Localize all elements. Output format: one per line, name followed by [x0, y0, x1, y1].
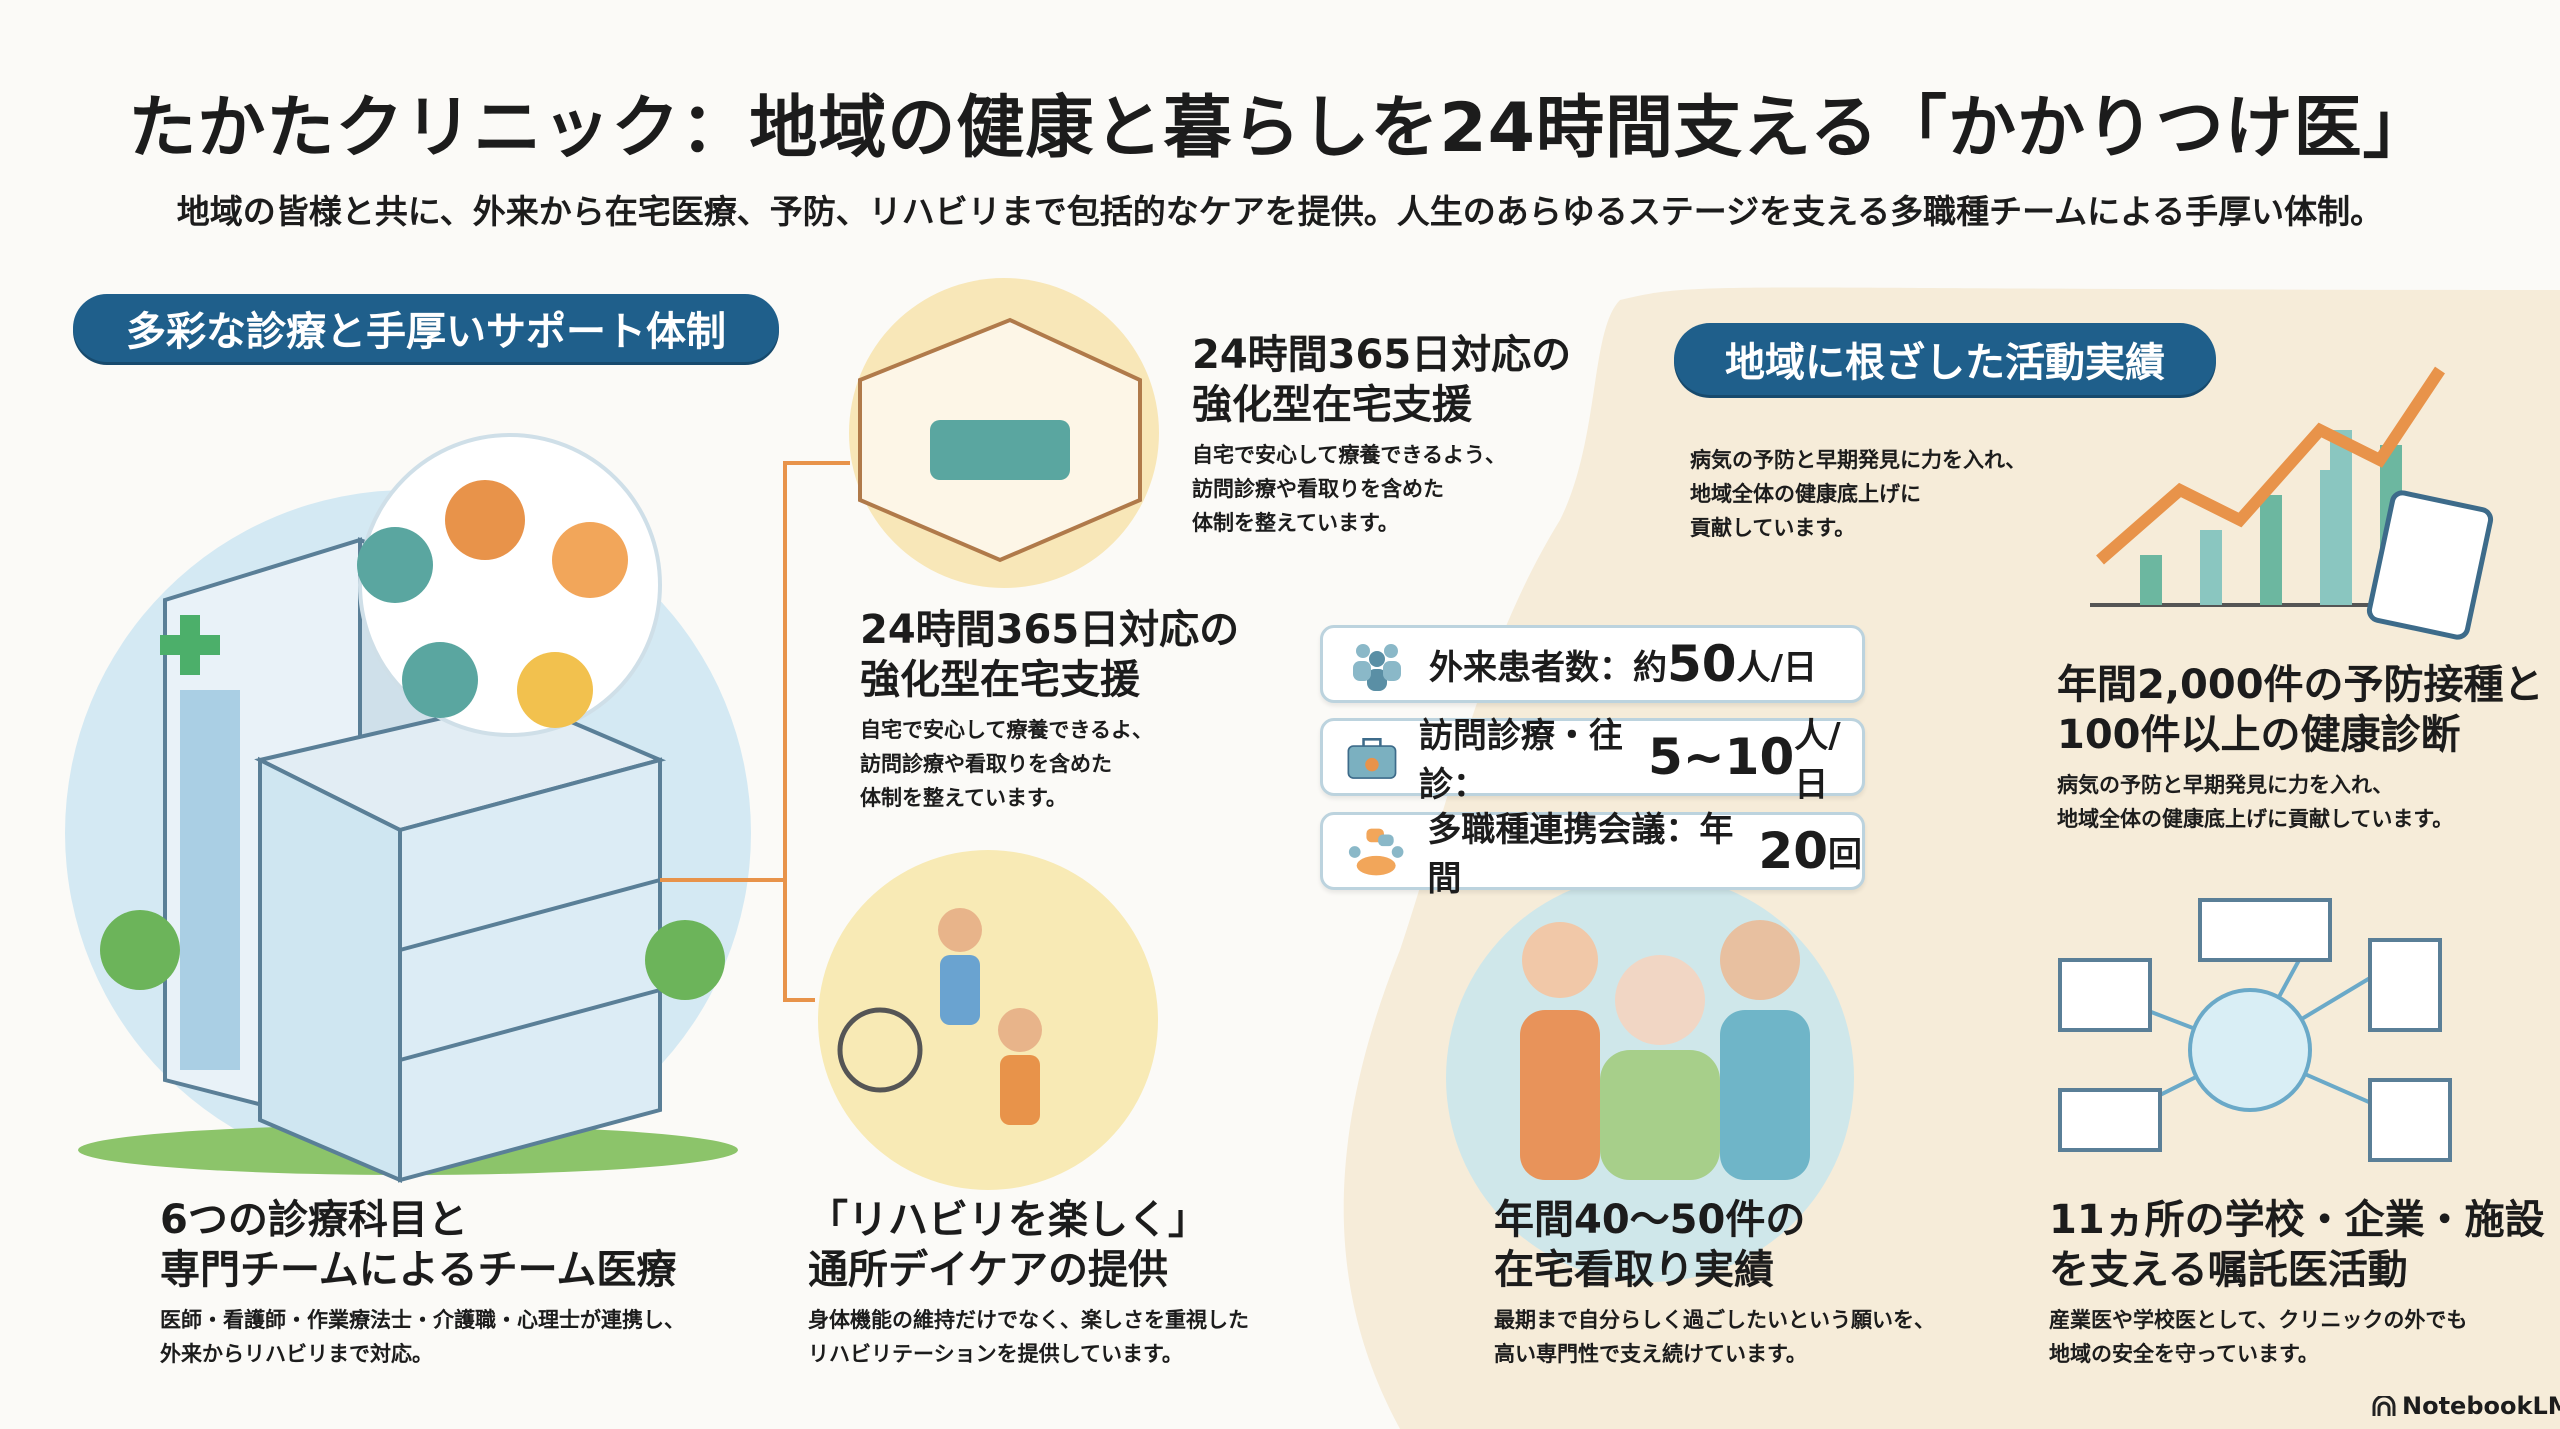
notebooklm-logo-icon: [2372, 1396, 2396, 1416]
body-text: 産業医や学校医として、クリニックの外でも地域の安全を守っています。: [2049, 1308, 2468, 1366]
heading: を支える嘱託医活動: [2049, 1247, 2408, 1293]
medical-bag-icon: [1347, 738, 1397, 779]
home-support-top-block: 24時間365日対応の 強化型在宅支援 自宅で安心して療養できるよう、訪問診療や…: [1192, 330, 1571, 540]
network-illustration: [2058, 898, 2452, 1162]
notebooklm-watermark: NotebookLM: [2372, 1392, 2560, 1420]
heading: 6つの診療科目と: [160, 1197, 468, 1243]
body-text: 医師・看護師・作業療法士・介護職・心理士が連携し、外来からリハビリまで対応。: [160, 1308, 685, 1366]
rehab-block: 「リハビリを楽しく」 通所デイケアの提供 身体機能の維持だけでなく、楽しさを重視…: [808, 1195, 1249, 1371]
connector-lines: [660, 461, 850, 1002]
team-medicine-block: 6つの診療科目と 専門チームによるチーム医療 医師・看護師・作業療法士・介護職・…: [160, 1195, 685, 1371]
body-text: 身体機能の維持だけでなく、楽しさを重視したリハビリテーションを提供しています。: [808, 1308, 1249, 1366]
intro-text: 病気の予防と早期発見に力を入れ、地域全体の健康底上げに貢献しています。: [1690, 448, 2027, 540]
rehab-illustration: [818, 850, 1158, 1190]
heading: 専門チームによるチーム医療: [160, 1247, 677, 1293]
heading: 強化型在宅支援: [860, 657, 1140, 703]
home-support-mid-block: 24時間365日対応の 強化型在宅支援 自宅で安心して療養できるよ、訪問診療や看…: [860, 605, 1239, 815]
section-pill-services: 多彩な診療と手厚いサポート体制: [73, 294, 779, 362]
heading: 年間2,000件の予防接種と: [2057, 662, 2544, 708]
end-of-life-block: 年間40～50件の 在宅看取り実績 最期まで自分らしく過ごしたいという願いを、高…: [1494, 1195, 1935, 1371]
body-text: 自宅で安心して療養できるよ、訪問診療や看取りを含めた体制を整えています。: [860, 718, 1153, 810]
heading: 年間40～50件の: [1494, 1197, 1806, 1243]
commission-block: 11ヵ所の学校・企業・施設 を支える嘱託医活動 産業医や学校医として、クリニック…: [2049, 1195, 2545, 1371]
body-text: 最期まで自分らしく過ごしたいという願いを、高い専門性で支え続けています。: [1494, 1308, 1935, 1366]
body-text: 病気の予防と早期発見に力を入れ、地域全体の健康底上げに貢献しています。: [2057, 773, 2454, 831]
family-illustration: [1446, 874, 1854, 1282]
people-group-icon: [1353, 644, 1401, 691]
prevention-block: 年間2,000件の予防接種と 100件以上の健康診断 病気の予防と早期発見に力を…: [2057, 660, 2544, 836]
clinic-building-illustration: [65, 433, 751, 1184]
heading: 通所デイケアの提供: [808, 1247, 1168, 1293]
heading: 11ヵ所の学校・企業・施設: [2049, 1197, 2545, 1243]
bedroom-illustration: [849, 278, 1159, 588]
page-title: たかたクリニック：地域の健康と暮らしを24時間支える「かかりつけ医」: [128, 89, 2432, 168]
heading: 在宅看取り実績: [1494, 1247, 1774, 1293]
heading: 24時間365日対応の: [1192, 332, 1572, 378]
heading: 強化型在宅支援: [1192, 382, 1472, 428]
heading: 「リハビリを楽しく」: [808, 1197, 1208, 1243]
heading: 24時間365日対応の: [860, 607, 1240, 653]
page-subtitle: 地域の皆様と共に、外来から在宅医療、予防、リハビリまで包括的なケアを提供。人生の…: [176, 192, 2384, 231]
heading: 100件以上の健康診断: [2057, 712, 2461, 758]
body-text: 自宅で安心して療養できるよう、訪問診療や看取りを含めた体制を整えています。: [1192, 443, 1506, 535]
meeting-icon: [1348, 828, 1404, 876]
growth-chart-illustration: [2090, 366, 2494, 640]
section-pill-achievements: 地域に根ざした活動実績: [1674, 323, 2216, 395]
